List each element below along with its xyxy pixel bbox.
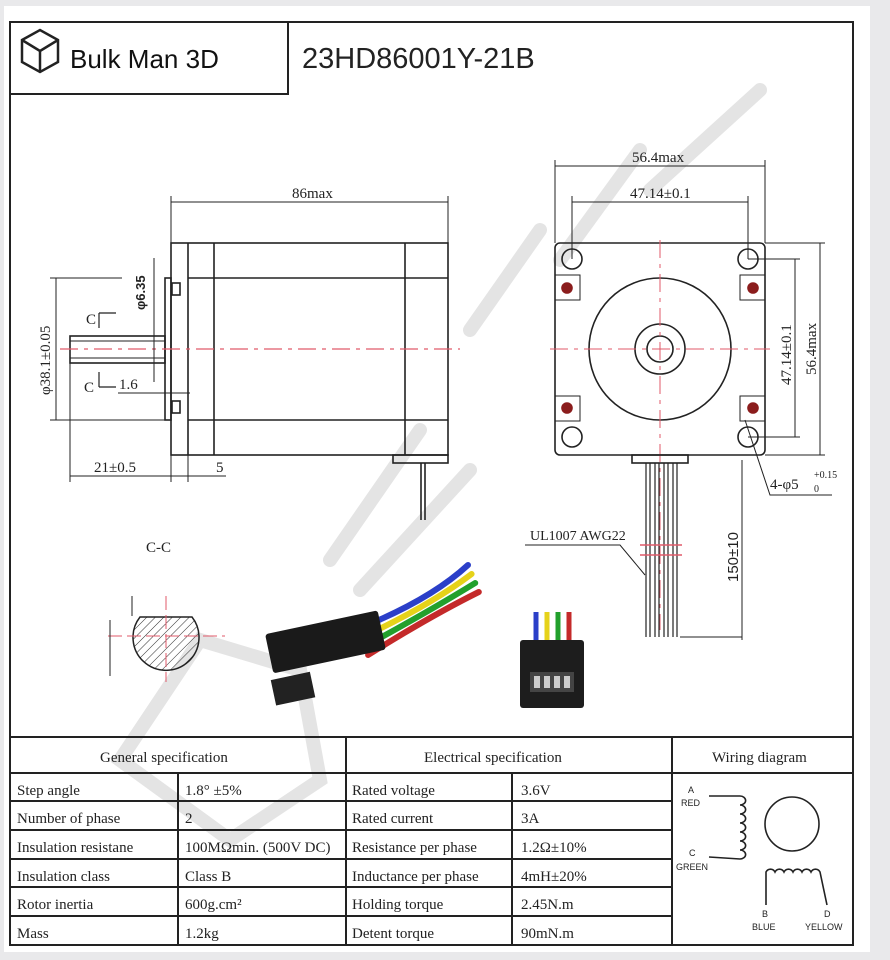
section-mark-top: C — [86, 312, 96, 328]
wire-c-color: GREEN — [676, 862, 708, 872]
dim-height: 56.4max — [804, 322, 820, 375]
general-spec-value: 1.8° ±5% — [185, 783, 242, 799]
wire-c-label: C — [689, 848, 696, 858]
electrical-spec-label: Rated current — [352, 811, 434, 827]
electrical-spec-label: Detent torque — [352, 926, 434, 942]
wire-a-color: RED — [681, 798, 701, 808]
electrical-spec-value: 3A — [521, 811, 540, 827]
brand-name: Bulk Man 3D — [70, 44, 219, 74]
wire-a-label: A — [688, 785, 694, 795]
electrical-spec-value: 1.2Ω±10% — [521, 840, 587, 856]
dim-shaft-diameter: φ6.35 — [133, 275, 148, 310]
model-number: 23HD86001Y-21B — [302, 43, 535, 75]
general-spec-value: Class B — [185, 869, 231, 885]
general-spec-title: General specification — [100, 750, 228, 766]
spec-table — [10, 736, 853, 945]
general-spec-label: Rotor inertia — [17, 897, 94, 913]
dim-hole-spacing: 47.14±0.1 — [630, 186, 691, 202]
general-spec-value: 100MΩmin. (500V DC) — [185, 840, 330, 856]
general-spec-label: Insulation resistane — [17, 840, 134, 856]
wire-b-color: BLUE — [752, 922, 776, 932]
header: Bulk Man 3D 23HD86001Y-21B — [9, 21, 535, 95]
general-spec-label: Insulation class — [17, 869, 110, 885]
section-cc — [108, 596, 225, 682]
wire-d-label: D — [824, 909, 831, 919]
hole-tolerance-lower: 0 — [814, 484, 819, 495]
section-mark-bottom: C — [84, 380, 94, 396]
dim-shaft-length: 21±0.5 — [94, 460, 136, 476]
connector-illustration — [265, 562, 482, 706]
electrical-spec-value: 3.6V — [521, 783, 551, 799]
general-spec-value: 2 — [185, 811, 193, 827]
dim-holes: 4-φ5 — [770, 477, 799, 493]
wire-d-color: YELLOW — [805, 922, 843, 932]
electrical-spec-label: Resistance per phase — [352, 840, 477, 856]
dim-width: 56.4max — [632, 150, 685, 166]
dim-flange-diameter: φ38.1±0.05 — [38, 326, 54, 395]
electrical-spec-title: Electrical specification — [424, 750, 562, 766]
electrical-spec-label: Holding torque — [352, 897, 444, 913]
electrical-spec-value: 4mH±20% — [521, 869, 587, 885]
wire-spec: UL1007 AWG22 — [530, 529, 626, 544]
general-spec-label: Number of phase — [17, 811, 121, 827]
general-spec-value: 1.2kg — [185, 926, 219, 942]
electrical-spec-label: Rated voltage — [352, 783, 435, 799]
dim-hole-spacing-vertical: 47.14±0.1 — [779, 324, 795, 385]
section-label: C-C — [146, 540, 171, 556]
electrical-spec-value: 2.45N.m — [521, 897, 574, 913]
dim-flat: 1.6 — [119, 377, 138, 393]
dim-flange-thickness: 5 — [216, 460, 224, 476]
dim-length: 86max — [292, 186, 333, 202]
dim-wire-length: 150±10 — [725, 532, 742, 582]
page — [4, 6, 870, 952]
side-view — [50, 196, 460, 520]
wiring-diagram-title: Wiring diagram — [712, 750, 807, 766]
connector-front — [520, 612, 584, 708]
electrical-spec-label: Inductance per phase — [352, 869, 479, 885]
front-view — [525, 160, 832, 640]
general-spec-label: Mass — [17, 926, 49, 942]
general-spec-value: 600g.cm² — [185, 897, 242, 913]
wiring-diagram — [708, 795, 828, 906]
wire-b-label: B — [762, 909, 768, 919]
drawing-frame — [9, 21, 854, 946]
general-spec-label: Step angle — [17, 783, 80, 799]
electrical-spec-value: 90mN.m — [521, 926, 574, 942]
hole-tolerance-upper: +0.15 — [814, 470, 837, 481]
logo-cube-icon — [20, 28, 60, 74]
